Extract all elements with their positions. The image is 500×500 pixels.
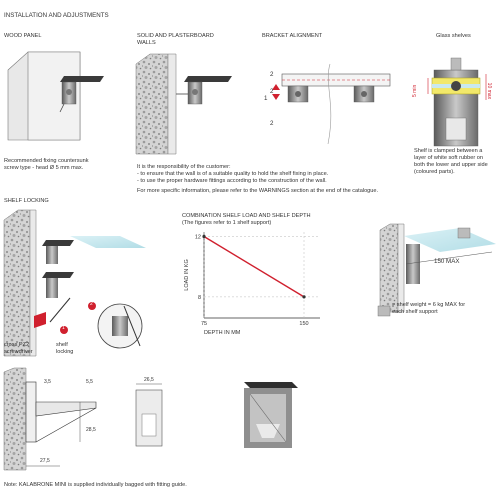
locking-step-1: 1 [62, 325, 65, 331]
wood-panel-illustration [7, 51, 104, 141]
shelf-locking-title: SHELF LOCKING [4, 198, 49, 204]
bracket-label-side: 1 [264, 95, 268, 102]
chart-title: COMBINATION SHELF LOAD AND SHELF DEPTH [182, 213, 311, 219]
glass-caption-2: layer of white soft rubber on [414, 155, 484, 161]
glass-shelves-title: Glass shelves [436, 33, 471, 39]
screwdriver-label-2: screwdriver [4, 349, 33, 355]
dim-28-5: 28,5 [86, 427, 96, 433]
x-axis-label: DEPTH IN MM [204, 330, 241, 336]
glass-shelf-clamp-illustration [427, 57, 487, 147]
locking-step-2: 2 [90, 301, 93, 307]
x-tick-label: 75 [201, 321, 207, 327]
chart-subtitle: (The figures refer to 1 shelf support) [182, 220, 272, 226]
shelf-locking-illustration [3, 209, 146, 357]
solid-walls-title-1: SOLID AND PLASTERBOARD [137, 33, 214, 39]
product-render [244, 382, 298, 448]
bracket-alignment-illustration [272, 63, 391, 145]
dim-26-5: 26,5 [144, 377, 154, 383]
solid-walls-caption-4: For more specific information, please re… [137, 188, 379, 194]
bracket-label-bottom: 2 [270, 120, 274, 127]
shelf-weight-caption-1: = shelf weight = 6 kg MAX for [392, 302, 466, 308]
solid-walls-caption-2: - to ensure that the wall is of a suitab… [137, 171, 329, 177]
dim-5-5: 5,5 [86, 379, 93, 385]
glass-dim-max: 10 max [486, 82, 493, 100]
glass-caption-3: both the lower and upper side [414, 162, 488, 168]
shelf-depth-max: 150 MAX [434, 258, 460, 265]
bracket-label-top-a: 2 [270, 71, 274, 78]
wood-panel-title: WOOD PANEL [4, 33, 42, 39]
solid-wall-illustration [135, 53, 232, 155]
footer-note: Note: KALABRONE MINI is supplied individ… [4, 482, 187, 488]
solid-walls-caption-3: - to use the proper hardware fittings ac… [137, 178, 327, 184]
y-tick-label: 8 [198, 295, 201, 301]
page-title: INSTALLATION AND ADJUSTMENTS [4, 12, 109, 19]
load-chart: 8 12 75 150 LOAD IN KG DEPTH IN MM [184, 232, 320, 336]
shelf-locking-label-2: locking [56, 349, 74, 355]
y-axis-label: LOAD IN KG [184, 259, 190, 290]
dim-3-5: 3,5 [44, 379, 51, 385]
solid-walls-caption-1: It is the responsibility of the customer… [137, 164, 231, 170]
y-tick-label: 12 [195, 235, 201, 241]
dim-27-5: 27,5 [40, 458, 50, 464]
series-line [203, 235, 305, 298]
data-point [302, 295, 306, 299]
solid-walls-title-2: WALLS [137, 40, 156, 46]
shelf-weight-caption-2: each shelf support [392, 309, 438, 315]
screwdriver-label-1: cross PZ2 [4, 342, 30, 348]
front-dimension-drawing [135, 383, 163, 447]
glass-caption-1: Shelf is clamped between a [414, 148, 483, 154]
glass-dim-min: 5 min [412, 84, 419, 97]
x-tick-label: 150 [299, 321, 308, 327]
shelf-weight-illustration [377, 223, 496, 317]
bracket-label-top-b: 2 [270, 88, 274, 95]
glass-caption-4: (coloured parts). [414, 169, 455, 175]
shelf-locking-label-1: shelf [56, 342, 68, 348]
bracket-alignment-title: BRACKET ALIGNMENT [262, 33, 323, 39]
side-dimension-drawing [3, 367, 97, 471]
wood-panel-caption-1: Recommended fixing countersunk [4, 158, 89, 164]
wood-panel-caption-2: screw type - head Ø 5 mm max. [4, 165, 84, 171]
data-point [202, 234, 206, 239]
